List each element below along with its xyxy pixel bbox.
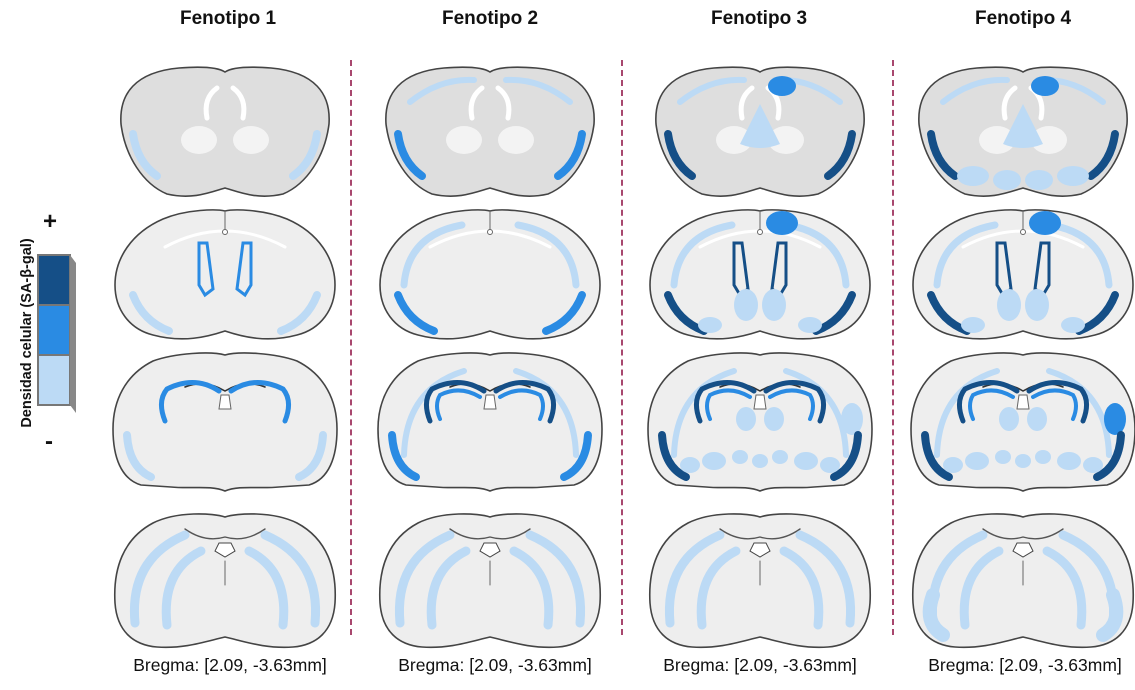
amygdala-region bbox=[1104, 403, 1126, 435]
bregma-caption-1: Bregma: [2.09, -3.63mm] bbox=[110, 655, 350, 676]
brain-section-p1-r4 bbox=[115, 514, 335, 647]
ventral-region bbox=[762, 289, 786, 321]
midline-dot bbox=[1021, 230, 1026, 235]
midline-dot bbox=[758, 230, 763, 235]
brain-section-p3-r1 bbox=[656, 67, 864, 196]
ventral-region bbox=[999, 407, 1019, 431]
ventral-region bbox=[1057, 452, 1081, 470]
brain-section-p4-r4 bbox=[913, 514, 1133, 647]
ventral-region bbox=[798, 317, 822, 333]
ventral-region bbox=[702, 452, 726, 470]
brain-section-p3-r3 bbox=[648, 353, 872, 491]
aqueduct bbox=[219, 395, 231, 409]
aqueduct bbox=[1017, 395, 1029, 409]
ventral-region bbox=[995, 450, 1011, 464]
brain-section-p3-r2 bbox=[650, 210, 870, 339]
ventral-region bbox=[736, 407, 756, 431]
brain-section-p1-r3 bbox=[113, 353, 337, 491]
brain-section-p1-r2 bbox=[115, 210, 335, 339]
ventral-region bbox=[1057, 166, 1089, 186]
ventral-region bbox=[732, 450, 748, 464]
brain-section-p4-r1 bbox=[919, 67, 1127, 196]
brain-section-p2-r4 bbox=[380, 514, 600, 647]
ventral-region bbox=[997, 289, 1021, 321]
ventral-region bbox=[680, 457, 700, 473]
cortex-blob-region bbox=[768, 76, 796, 96]
brain-section-p4-r2 bbox=[913, 210, 1133, 339]
striatum-left bbox=[181, 126, 217, 154]
ventral-region bbox=[1025, 170, 1053, 190]
ventral-region bbox=[957, 166, 989, 186]
brain-section-p1-r1 bbox=[121, 67, 329, 196]
striatum-right bbox=[498, 126, 534, 154]
ventral-region bbox=[1025, 289, 1049, 321]
cortex-blob-region bbox=[766, 211, 798, 235]
aqueduct bbox=[754, 395, 766, 409]
ventral-region bbox=[965, 452, 989, 470]
brain-section-p3-r4 bbox=[650, 514, 870, 647]
amygdala-region bbox=[841, 403, 863, 435]
brain-section-p2-r2 bbox=[380, 210, 600, 339]
cortex-blob-region bbox=[1031, 76, 1059, 96]
legend-swatch-high bbox=[38, 255, 70, 305]
ventral-region bbox=[752, 454, 768, 468]
ventral-region bbox=[772, 450, 788, 464]
bregma-caption-4: Bregma: [2.09, -3.63mm] bbox=[905, 655, 1135, 676]
midline-dot bbox=[488, 230, 493, 235]
ventral-region bbox=[1027, 407, 1047, 431]
aqueduct bbox=[484, 395, 496, 409]
ventral-region bbox=[794, 452, 818, 470]
striatum-left bbox=[446, 126, 482, 154]
ventral-region bbox=[961, 317, 985, 333]
brain-section-p2-r3 bbox=[378, 353, 602, 491]
ventral-region bbox=[698, 317, 722, 333]
legend-bar-side bbox=[70, 255, 76, 413]
ventral-region bbox=[993, 170, 1021, 190]
ventral-region bbox=[820, 457, 840, 473]
midline-dot bbox=[223, 230, 228, 235]
ventral-region bbox=[1015, 454, 1031, 468]
ventral-region bbox=[1061, 317, 1085, 333]
ventral-region bbox=[943, 457, 963, 473]
legend-swatch-low bbox=[38, 355, 70, 405]
brain-section-p2-r1 bbox=[386, 67, 594, 196]
cortex-blob-region bbox=[1029, 211, 1061, 235]
bregma-caption-3: Bregma: [2.09, -3.63mm] bbox=[640, 655, 880, 676]
ventral-region bbox=[764, 407, 784, 431]
ventral-region bbox=[734, 289, 758, 321]
ventral-region bbox=[1083, 457, 1103, 473]
brain-section-p4-r3 bbox=[911, 353, 1135, 491]
legend-swatch-medium bbox=[38, 305, 70, 355]
striatum-right bbox=[233, 126, 269, 154]
ventral-region bbox=[1035, 450, 1051, 464]
bregma-caption-2: Bregma: [2.09, -3.63mm] bbox=[375, 655, 615, 676]
